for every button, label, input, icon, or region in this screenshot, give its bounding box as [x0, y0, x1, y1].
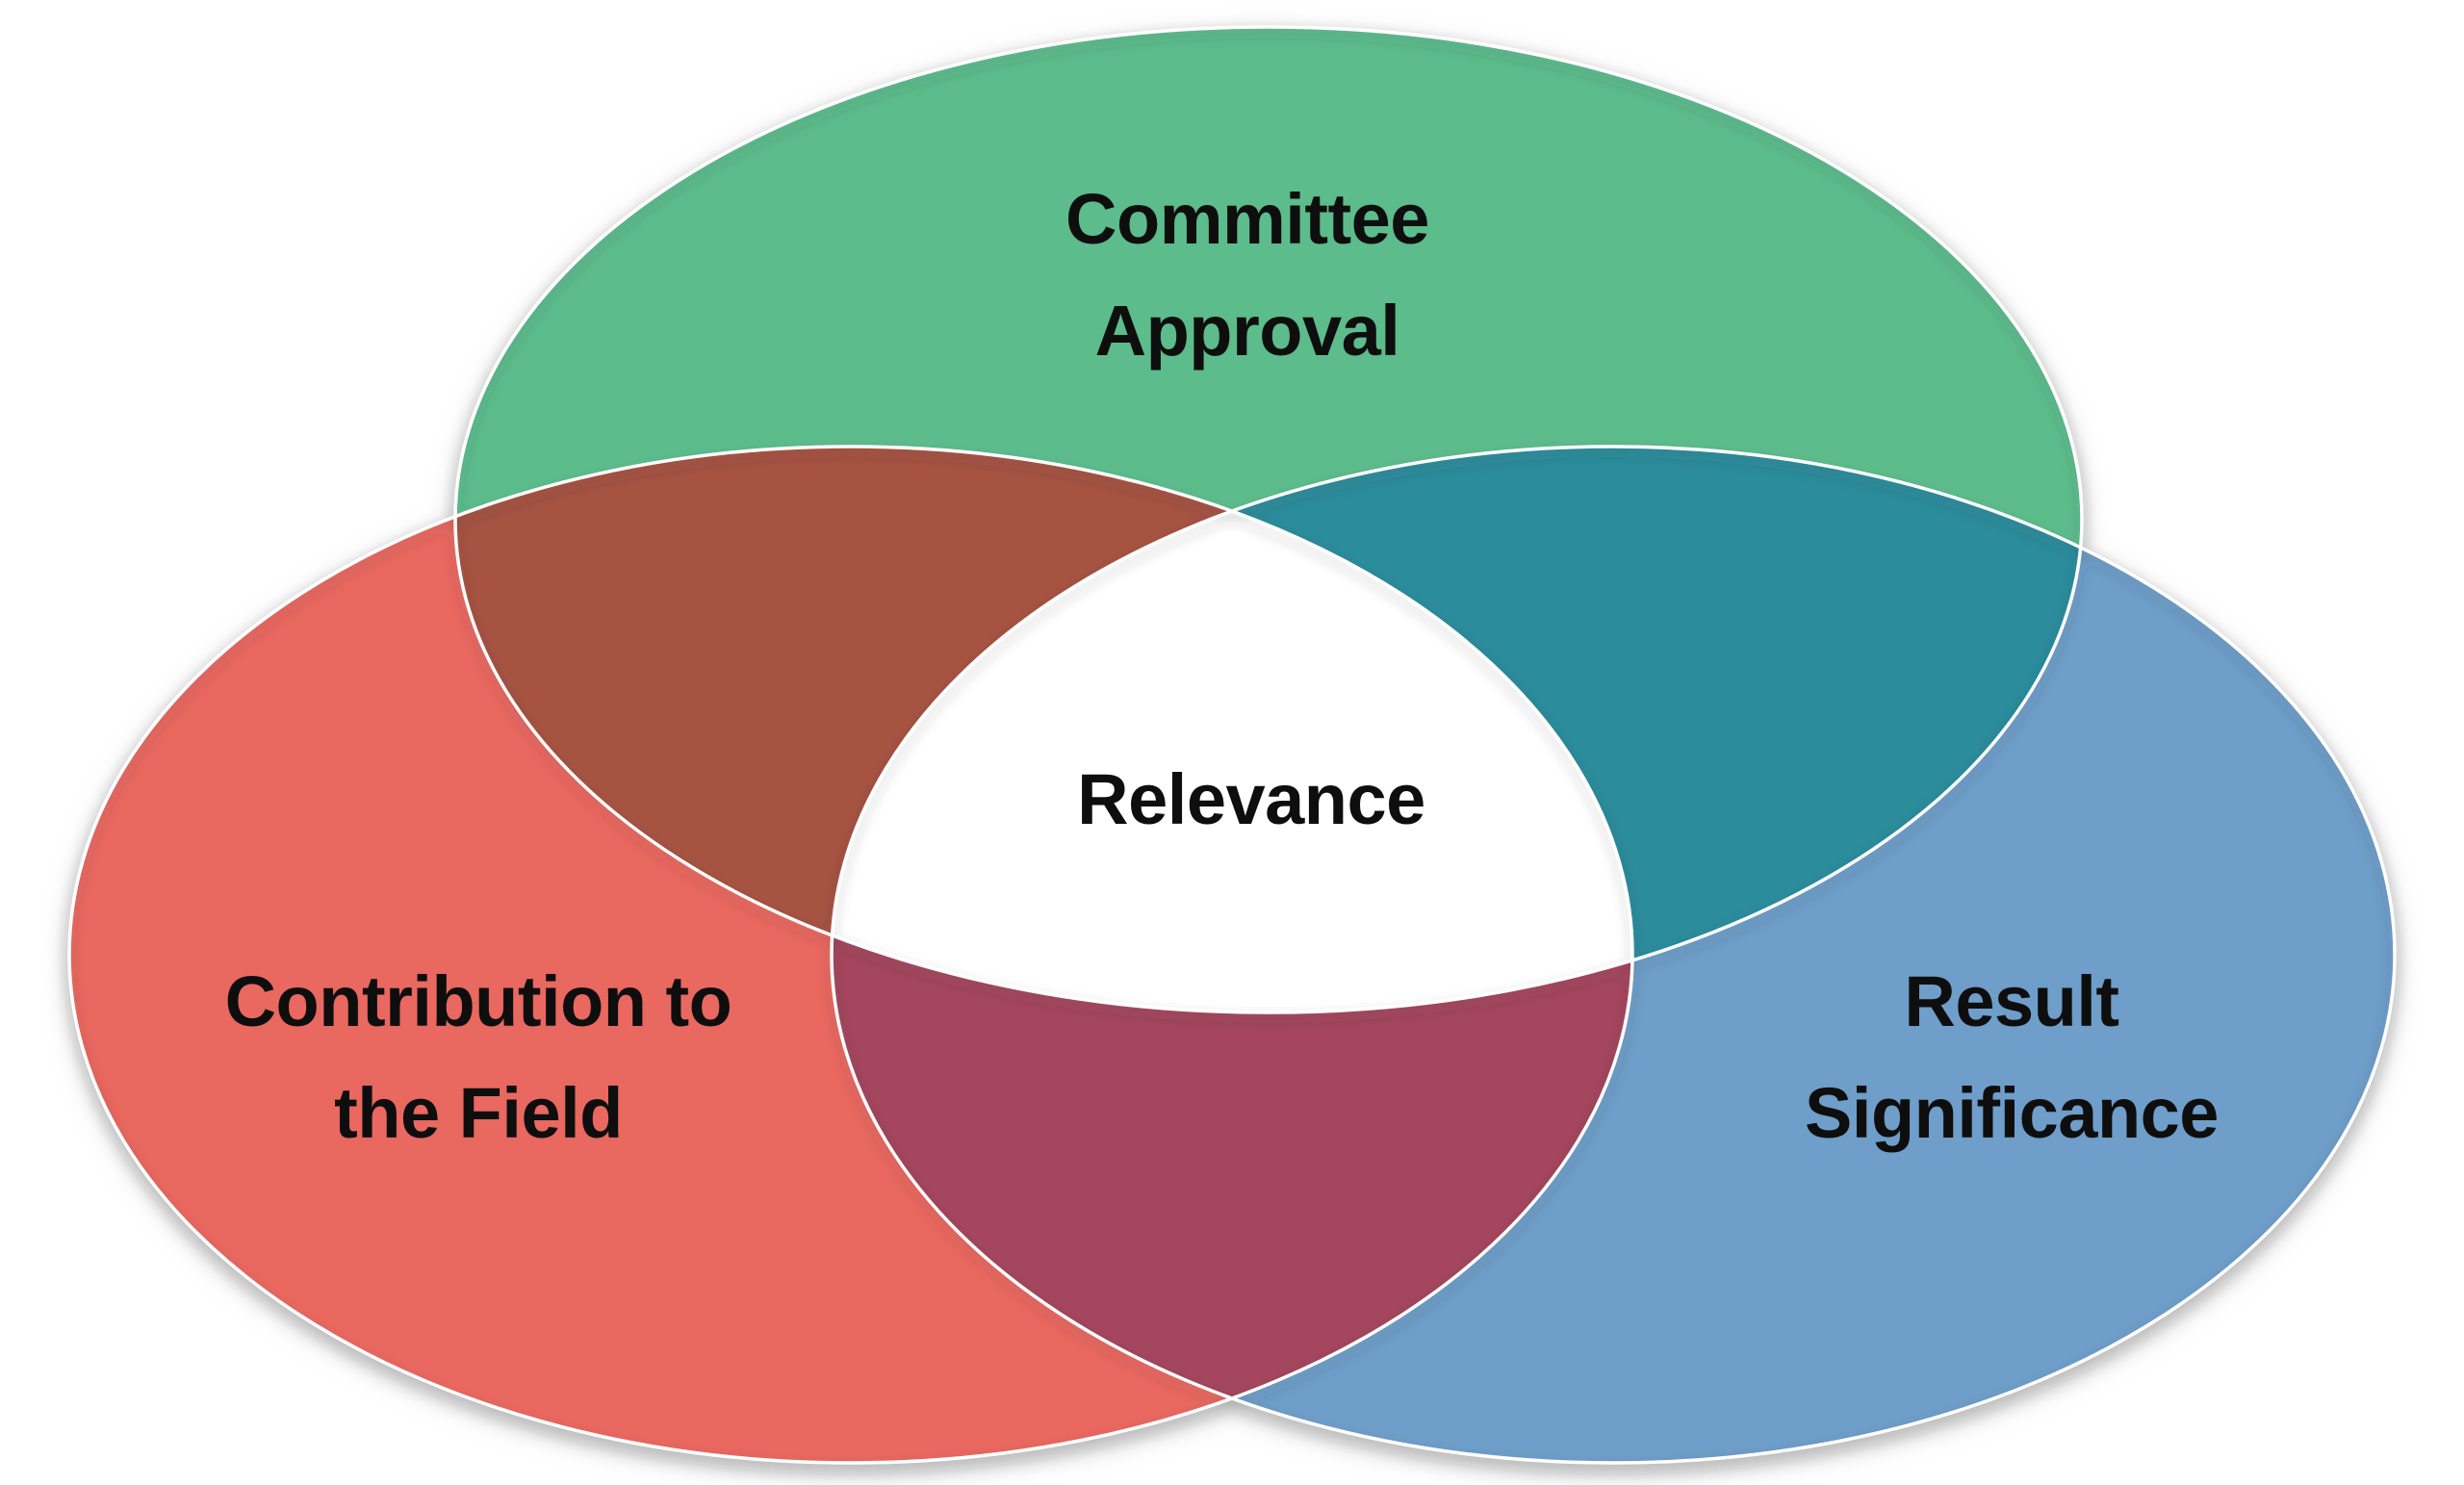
outline-committee-approval [453, 25, 2084, 1014]
label-result-line1: Result [1904, 961, 2119, 1041]
label-committee-approval-line1: Committee [1065, 179, 1429, 259]
outline-result-significance [830, 445, 2397, 1465]
venn-outlines [67, 25, 2397, 1465]
label-committee-approval-line2: Approval [1094, 291, 1400, 371]
label-contribution-to-the-field: Contribution to the Field [225, 946, 732, 1169]
label-relevance-line1: Relevance [1077, 759, 1425, 839]
label-contribution-line2: the Field [334, 1073, 623, 1153]
label-result-significance: Result Significance [1805, 946, 2219, 1169]
center-region [832, 447, 1632, 1012]
center-region-outer [832, 447, 1632, 1012]
label-contribution-line1: Contribution to [224, 961, 732, 1041]
label-result-line2: Significance [1805, 1073, 2219, 1153]
label-committee-approval: Committee Approval [1065, 164, 1429, 387]
label-relevance: Relevance [1077, 744, 1425, 856]
outline-contribution-to-the-field [67, 445, 1634, 1465]
center-region-inner [832, 447, 1632, 1012]
